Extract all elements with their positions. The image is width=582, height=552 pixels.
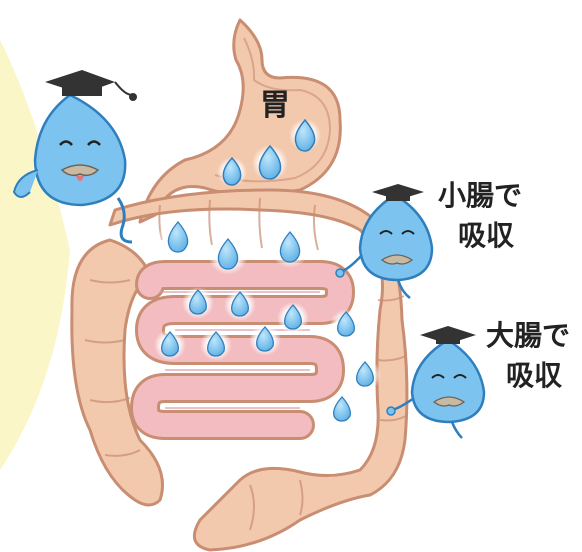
small-intestine-label-line2: 吸収	[458, 219, 515, 252]
large-intestine-label-line1: 大腸で	[486, 319, 570, 352]
stomach-label: 胃	[260, 88, 290, 123]
small-intestine-label-line1: 小腸で	[438, 179, 522, 212]
large-intestine-label-line2: 吸収	[506, 359, 563, 392]
